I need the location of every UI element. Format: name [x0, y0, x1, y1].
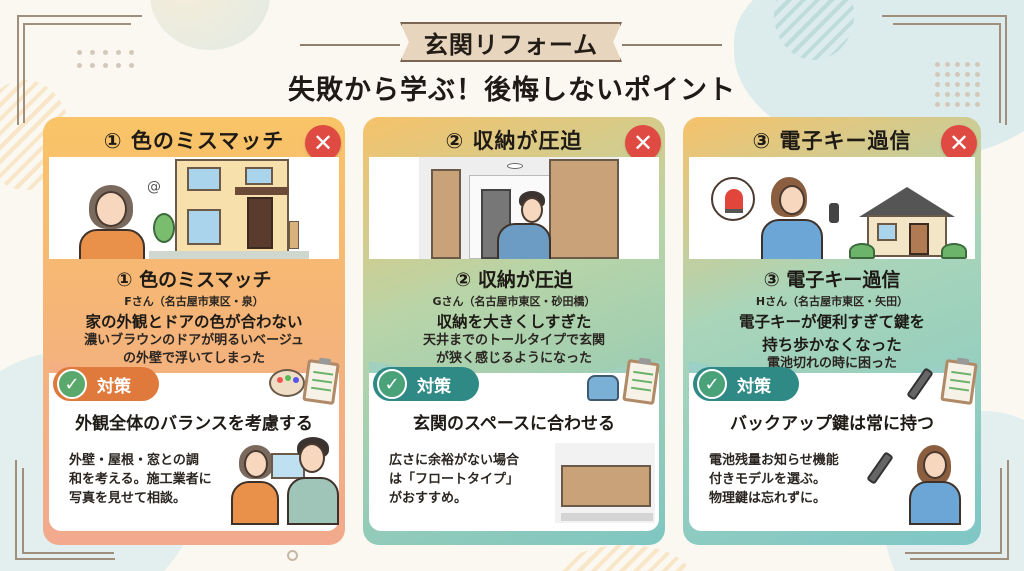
- decorative-stripes: [560, 545, 690, 571]
- solution-badge: ✓ 対策: [53, 367, 159, 401]
- decorative-dots: [935, 62, 980, 107]
- card-header: ③ 電子キー過信 ✕: [689, 123, 977, 161]
- corner-frame-bottom-left: [15, 460, 115, 560]
- story-headline: 電子キーが便利すぎて鍵を: [738, 313, 925, 331]
- page-header: 玄関リフォーム 失敗から学ぶ！後悔しないポイント: [0, 0, 1024, 110]
- failure-story: ③ 電子キー過信 Hさん（名古屋市東区・矢田） 電子キーが便利すぎて鍵を 持ち歩…: [689, 259, 975, 387]
- key-icon: [906, 367, 934, 401]
- story-person: Fさん（名古屋市東区・泉）: [124, 295, 264, 308]
- corner-frame-bottom-left-inner: [22, 468, 114, 554]
- solution-panel: ✓ 対策 バックアップ鍵は常に持つ 電池残量お知らせ機能 付きモデルを選ぶ。 物…: [689, 358, 978, 531]
- solution-line: 電池残量お知らせ機能: [709, 453, 839, 468]
- solution-headline: 外観全体のバランスを考慮する: [75, 414, 313, 434]
- solution-panel: ✓ 対策 外観全体のバランスを考慮する 外壁・屋根・窓との調 和を考える。施工業…: [49, 358, 340, 531]
- solution-line: 付きモデルを選ぶ。: [709, 472, 827, 487]
- tip-card-color-mismatch: ① 色のミスマッチ ✕ @ ① 色のミスマッチ Fさん（名古屋市東区・泉） 家の…: [43, 117, 345, 545]
- solution-text: 広さに余裕がない場合 は「フロートタイプ」 がおすすめ。: [389, 451, 519, 508]
- corner-frame-top-left: [17, 15, 142, 125]
- remote-key-icon: [829, 203, 839, 223]
- decorative-circle: [287, 550, 298, 561]
- solution-line: がおすすめ。: [389, 491, 468, 506]
- banner-title: 玄関リフォーム: [423, 30, 599, 59]
- close-icon: ✕: [625, 125, 661, 161]
- corner-frame-top-right-inner: [893, 23, 1001, 123]
- close-icon: ✕: [305, 125, 341, 161]
- solution-label: 対策: [417, 376, 451, 397]
- solution-line: 物理鍵は忘れずに。: [709, 491, 827, 506]
- story-headline: 収納を大きくしすぎた: [436, 313, 592, 331]
- tip-card-electronic-key: ③ 電子キー過信 ✕ ③ 電子キー過信 Hさん（名古屋市東区・矢田） 電子キーが…: [683, 117, 981, 545]
- solution-line: 外壁・屋根・窓との調: [69, 453, 199, 468]
- check-icon: ✓: [377, 369, 407, 399]
- solution-line: 写真を見せて相談。: [69, 491, 187, 506]
- check-icon: ✓: [697, 369, 727, 399]
- failure-story: ① 色のミスマッチ Fさん（名古屋市東区・泉） 家の外観とドアの色が合わない 濃…: [49, 259, 339, 387]
- decorative-dots: [77, 50, 134, 68]
- card-header-title: ③ 電子キー過信: [752, 129, 912, 153]
- solution-panel: ✓ 対策 玄関のスペースに合わせる 広さに余裕がない場合 は「フロートタイプ」 …: [369, 358, 660, 531]
- story-title: ① 色のミスマッチ: [116, 269, 272, 291]
- clipboard-icon: [940, 358, 978, 406]
- story-detail-line: の外壁で浮いてしまった: [122, 351, 266, 366]
- tip-card-storage-oppressive: ② 収納が圧迫 ✕ ② 収納が圧迫 Gさん（名古屋市東区・砂田橋） 収納を大きく…: [363, 117, 665, 545]
- banner-line-left: [300, 44, 400, 46]
- check-icon: ✓: [57, 369, 87, 399]
- corner-frame-top-left-inner: [23, 23, 131, 123]
- solution-label: 対策: [97, 376, 131, 397]
- card-header: ② 収納が圧迫 ✕: [369, 123, 661, 161]
- siren-icon: [711, 177, 755, 221]
- corner-frame-bottom-right-inner: [905, 468, 1002, 554]
- swirl-icon: @: [147, 179, 161, 195]
- card-header-title: ① 色のミスマッチ: [103, 129, 285, 153]
- title-banner: 玄関リフォーム: [400, 22, 622, 62]
- clipboard-icon: [622, 358, 660, 406]
- solution-headline: 玄関のスペースに合わせる: [413, 414, 615, 434]
- solution-line: 和を考える。施工業者に: [69, 472, 212, 487]
- key-icon: [866, 451, 894, 485]
- solution-line: 広さに余裕がない場合: [389, 453, 520, 468]
- solution-headline: バックアップ鍵は常に持つ: [730, 414, 934, 434]
- story-detail-line: 電池切れの時に困った: [766, 356, 897, 371]
- banner-line-right: [622, 44, 722, 46]
- corner-frame-bottom-right: [910, 460, 1009, 560]
- illustration-woman-smartkey: [689, 157, 975, 259]
- illustration-house-woman: @: [49, 157, 339, 259]
- story-title: ② 収納が圧迫: [455, 269, 573, 291]
- card-header-title: ② 収納が圧迫: [445, 129, 583, 153]
- corner-frame-top-right: [882, 15, 1007, 125]
- solution-text: 電池残量お知らせ機能 付きモデルを選ぶ。 物理鍵は忘れずに。: [709, 451, 839, 508]
- solution-label: 対策: [737, 376, 771, 397]
- solution-line: は「フロートタイプ」: [389, 472, 520, 487]
- story-title: ③ 電子キー過信: [763, 269, 901, 291]
- story-detail-line: が狭く感じるようになった: [435, 351, 592, 366]
- story-headline: 家の外観とドアの色が合わない: [85, 313, 303, 331]
- solution-text: 外壁・屋根・窓との調 和を考える。施工業者に 写真を見せて相談。: [69, 451, 212, 508]
- solution-badge: ✓ 対策: [373, 367, 479, 401]
- story-detail-line: 濃いブラウンのドアが明るいベージュ: [84, 333, 304, 348]
- card-header: ① 色のミスマッチ ✕: [49, 123, 341, 161]
- illustration-narrow-entrance: [369, 157, 659, 259]
- page-subtitle: 失敗から学ぶ！後悔しないポイント: [288, 75, 736, 106]
- story-detail-line: 天井までのトールタイプで玄関: [422, 333, 605, 348]
- solution-badge: ✓ 対策: [693, 367, 799, 401]
- story-person: Gさん（名古屋市東区・砂田橋）: [432, 295, 596, 308]
- story-person: Hさん（名古屋市東区・矢田）: [755, 295, 909, 308]
- failure-story: ② 収納が圧迫 Gさん（名古屋市東区・砂田橋） 収納を大きくしすぎた 天井までの…: [369, 259, 659, 387]
- clipboard-icon: [302, 358, 340, 406]
- close-icon: ✕: [941, 125, 977, 161]
- armchair-icon: [587, 375, 619, 401]
- story-headline: 持ち歩かなくなった: [762, 336, 902, 354]
- palette-icon: [269, 369, 305, 397]
